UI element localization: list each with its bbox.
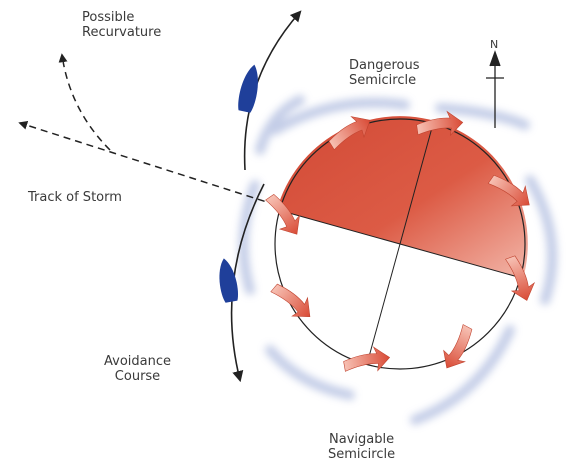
dangerous-label-line2: Semicircle (349, 73, 420, 88)
curved-arrow-icon (268, 277, 319, 325)
avoidance-label-line1: Avoidance (104, 354, 171, 369)
recurvature-line (62, 55, 110, 150)
recurvature-label-line2: Recurvature (82, 25, 161, 40)
recurvature-label-line1: Possible (82, 10, 161, 25)
track-label-text: Track of Storm (28, 190, 122, 205)
navigable-label-line2: Semicircle (328, 447, 395, 462)
avoidance-label-line2: Course (104, 369, 171, 384)
recurvature-label: Possible Recurvature (82, 10, 161, 40)
track-of-storm-label: Track of Storm (28, 190, 122, 205)
navigable-semicircle-label: Navigable Semicircle (328, 432, 395, 462)
ship-icon (236, 63, 263, 113)
curved-arrow-icon (342, 345, 391, 377)
dangerous-label-line1: Dangerous (349, 58, 420, 73)
north-label-text: N (490, 37, 498, 52)
dangerous-semicircle (277, 116, 528, 278)
north-label: N (490, 37, 498, 52)
avoidance-course-label: Avoidance Course (104, 354, 171, 384)
navigable-label-line1: Navigable (328, 432, 395, 447)
dangerous-semicircle-label: Dangerous Semicircle (349, 58, 420, 88)
curved-arrow-icon (437, 322, 480, 374)
